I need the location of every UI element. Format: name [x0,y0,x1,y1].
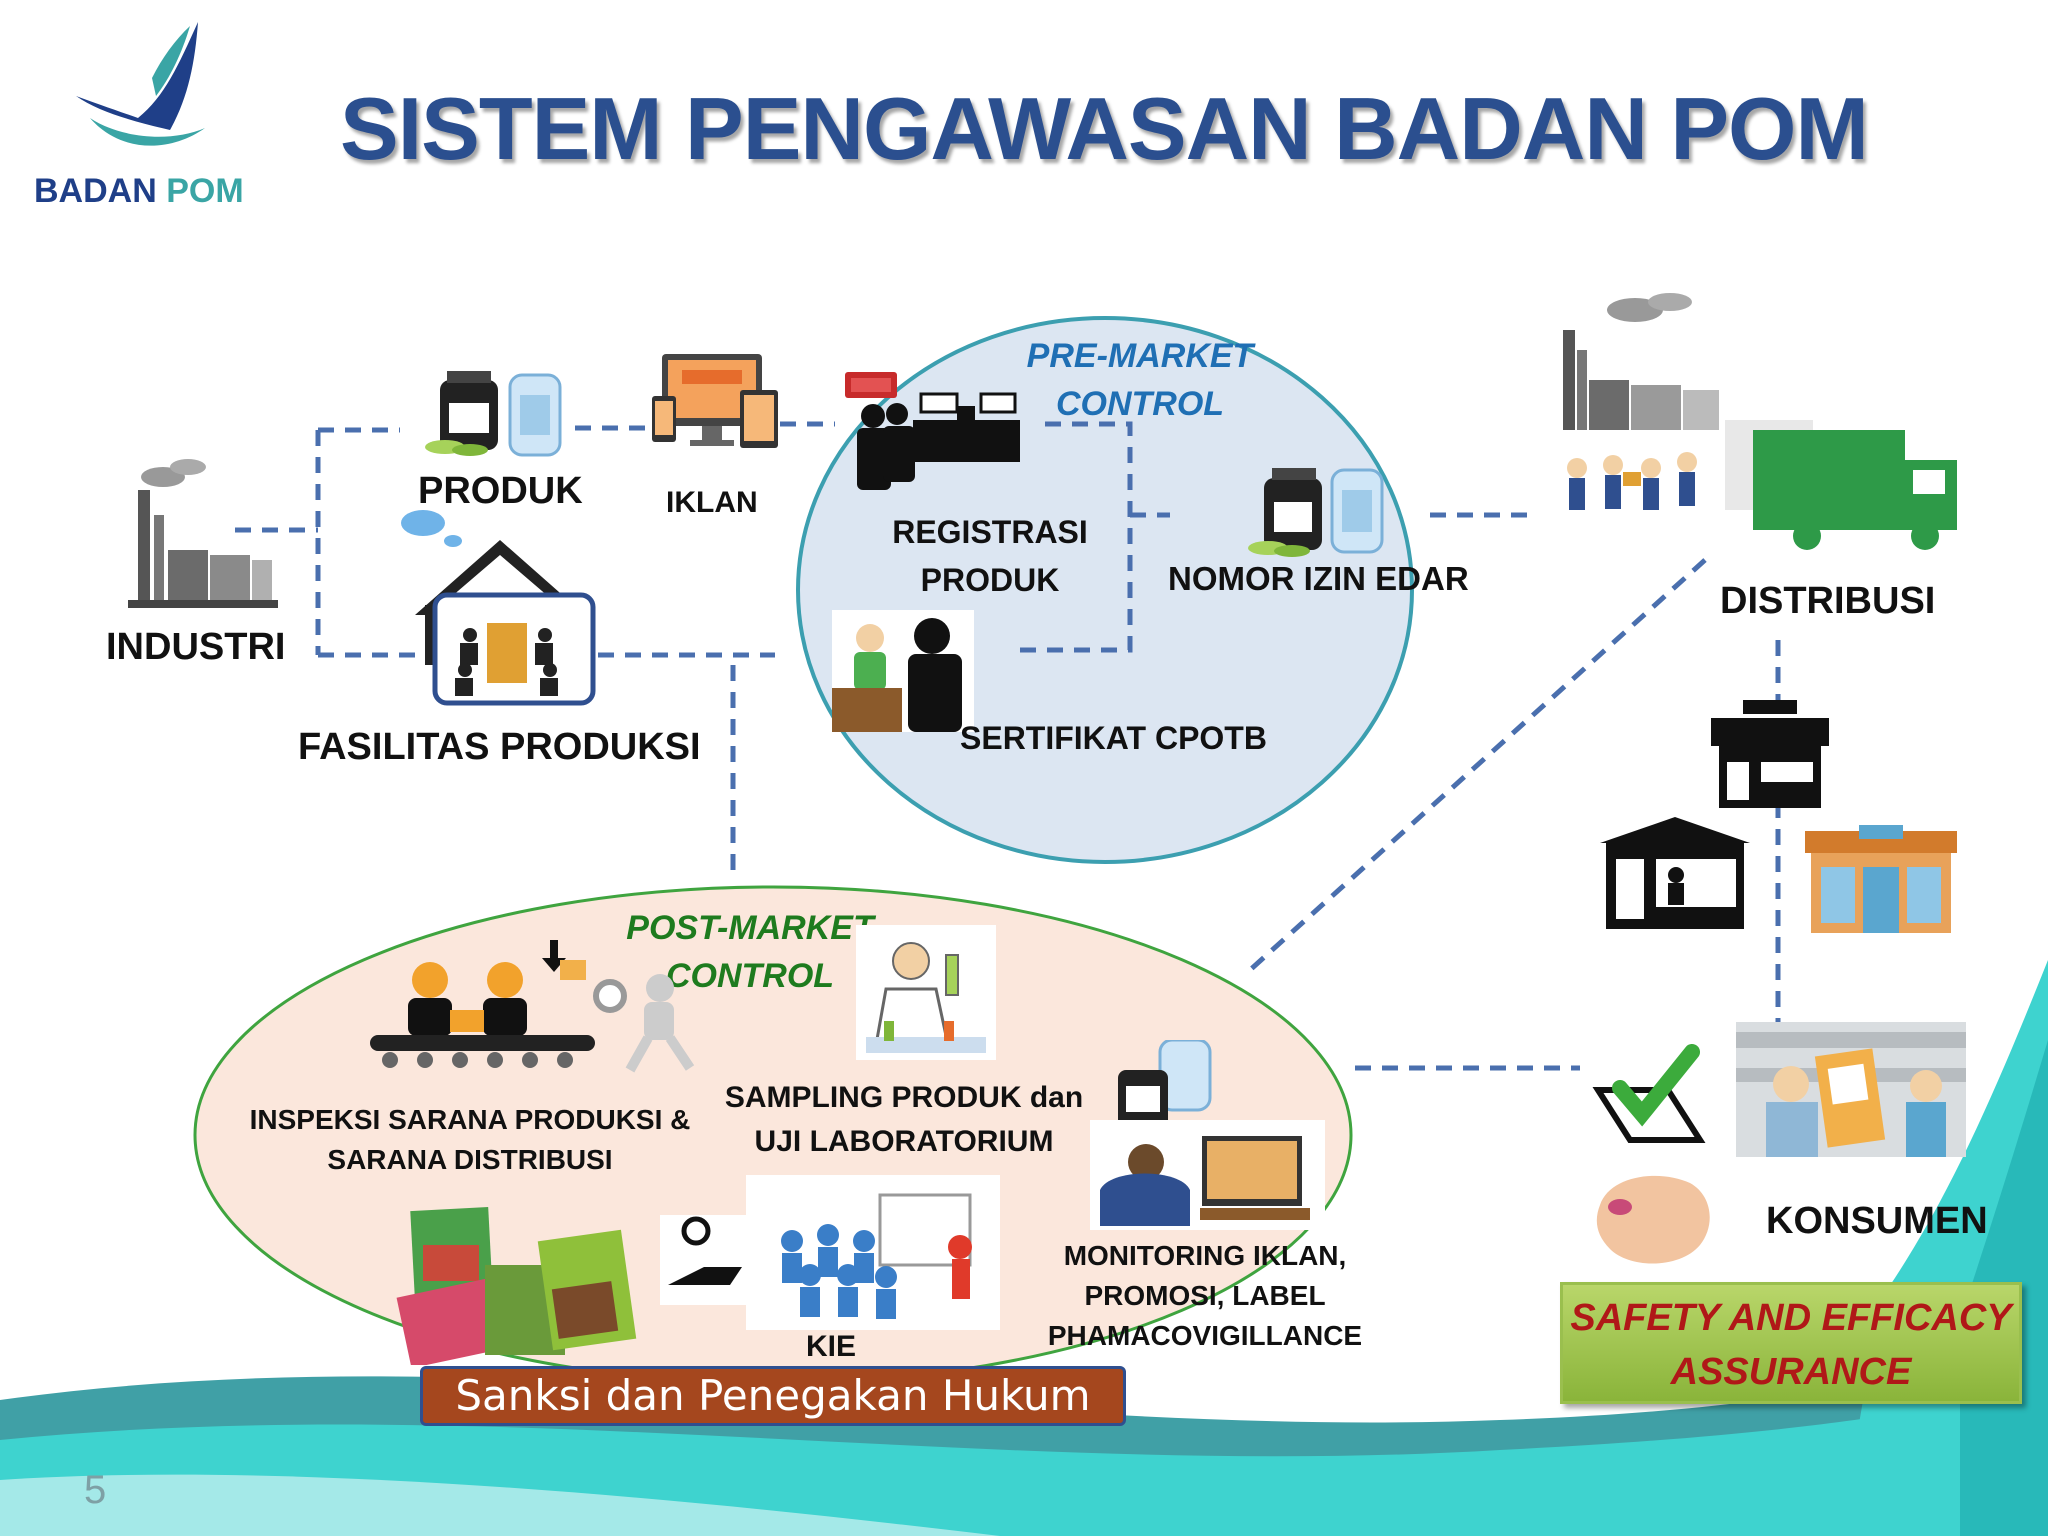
leaflets-icon [396,1207,637,1365]
pre-market-title: PRE-MARKET CONTROL [1010,332,1270,428]
nomor-izin-edar-label: NOMOR IZIN EDAR [1168,560,1469,597]
medicine-bottles-icon [425,371,562,457]
inspeksi-line2: SARANA DISTRIBUSI [327,1144,613,1175]
safety-line1: SAFETY AND EFFICACY [1570,1297,2012,1339]
distribusi-label: DISTRIBUSI [1720,580,1936,622]
monitoring-line1: MONITORING IKLAN, [1063,1240,1347,1271]
fasilitas-produksi-label: FASILITAS PRODUKSI [298,726,701,768]
sertifikat-cpotb-label: SERTIFIKAT CPOTB [960,720,1267,756]
post-market-line1: POST-MARKET [626,909,874,947]
page-title: SISTEM PENGAWASAN BADAN POM [340,79,1869,178]
produk-label: PRODUK [418,470,583,512]
certificate-meeting-icon [832,610,974,732]
pharmacy-store-icon [1711,700,1829,808]
sanksi-banner: Sanksi dan Penegakan Hukum [420,1366,1126,1426]
inspeksi-label: INSPEKSI SARANA PRODUKSI & SARANA DISTRI… [240,1100,700,1180]
logo-text-pom: POM [166,172,244,210]
sampling-label: SAMPLING PRODUK dan UJI LABORATORIUM [704,1076,1104,1164]
inspeksi-line1: INSPEKSI SARANA PRODUKSI & [249,1104,691,1135]
post-market-title: POST-MARKET CONTROL [620,904,880,1000]
monitoring-line2: PROMOSI, LABEL [1084,1280,1326,1311]
monitoring-label: MONITORING IKLAN, PROMOSI, LABEL PHAMACO… [1020,1236,1390,1356]
monitoring-tv-icon [1090,1040,1325,1230]
checklist-icon [1580,1030,1710,1148]
sampling-line2: UJI LABORATORIUM [754,1125,1054,1158]
monitoring-line3: PHAMACOVIGILLANCE [1047,1320,1363,1351]
konsumen-label: KONSUMEN [1766,1200,1988,1242]
logo-text-badan: BADAN [34,172,157,210]
badan-pom-logo-icon [76,22,205,146]
production-facility-icon [401,510,596,706]
factory-icon [128,459,278,608]
distribution-truck-icon [1563,293,1957,550]
kie-presentation-icon [660,1175,1000,1330]
shop-icon [1600,817,1750,929]
post-market-line2: CONTROL [665,957,835,995]
registrasi-line1: REGISTRASI [892,514,1088,550]
kie-label: KIE [806,1330,857,1363]
slide-number: 5 [84,1468,107,1512]
inspection-conveyor-icon [370,940,695,1073]
registrasi-line2: PRODUK [920,562,1060,598]
sampling-line1: SAMPLING PRODUK dan [724,1081,1084,1114]
iklan-label: IKLAN [666,486,758,519]
pharmacist-icon [1736,1022,1966,1157]
pre-market-line2: CONTROL [1055,385,1225,423]
industri-label: INDUSTRI [106,626,286,668]
registrasi-produk-label: REGISTRASI PRODUK [870,508,1110,604]
safety-efficacy-banner: SAFETY AND EFFICACY ASSURANCE [1560,1282,2022,1404]
logo-text: BADAN POM [34,172,244,211]
pre-market-line1: PRE-MARKET [1026,337,1254,375]
nomor-izin-bottles-icon [1248,468,1384,557]
registration-desk-icon [845,372,1020,490]
lab-scientist-icon [856,925,996,1060]
safety-line2: ASSURANCE [1670,1351,1912,1393]
hand-pill-icon [1596,1175,1710,1264]
store-icon [1805,825,1957,933]
devices-ad-icon [652,354,778,448]
